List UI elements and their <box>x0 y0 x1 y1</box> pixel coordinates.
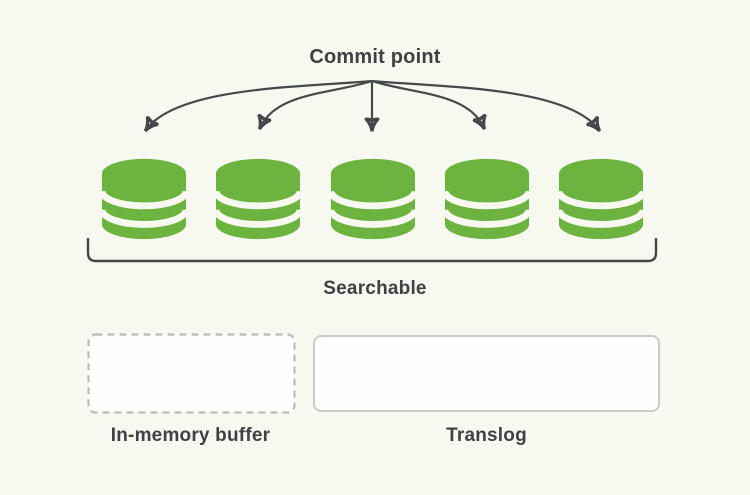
in-memory-buffer-label: In-memory buffer <box>110 425 271 446</box>
translog-box <box>313 335 660 412</box>
commit-point-label: Commit point <box>309 46 441 68</box>
segment-cylinder <box>328 156 417 242</box>
fan-arrows-icon <box>80 79 670 150</box>
database-cylinder-icon <box>442 158 531 240</box>
segments-row <box>100 156 645 242</box>
database-cylinder-icon <box>557 158 645 240</box>
translog-label: Translog <box>446 425 527 446</box>
group-bracket-icon <box>86 238 658 263</box>
segment-cylinder <box>100 156 188 242</box>
database-cylinder-icon <box>100 158 188 240</box>
database-cylinder-icon <box>214 158 303 240</box>
segment-cylinder <box>442 156 531 242</box>
segment-cylinder <box>557 156 645 242</box>
in-memory-buffer-box <box>87 333 296 414</box>
searchable-label: Searchable <box>323 278 427 299</box>
database-cylinder-icon <box>328 158 417 240</box>
segment-cylinder <box>214 156 303 242</box>
